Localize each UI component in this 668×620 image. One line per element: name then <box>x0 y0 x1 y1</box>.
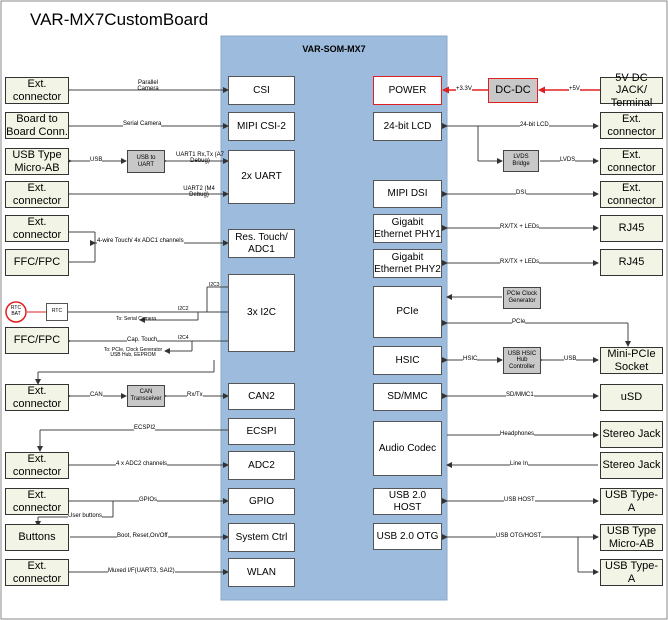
som-system-ctrl: System Ctrl <box>228 523 295 552</box>
usb-to-uart-bridge: USB to UART <box>127 150 165 173</box>
left-usb-micro-ab: USB Type Micro-AB <box>5 148 69 175</box>
sig-5v: +5V <box>569 86 580 93</box>
sig-uart2: UART2 (M4 Debug) <box>183 186 215 199</box>
sig-rxtx-leds-1: RX/TX + LEDs <box>500 224 540 231</box>
som-power: POWER <box>373 76 442 105</box>
left-ffc-fpc-1: FFC/FPC <box>5 249 69 276</box>
som-mipi-csi2: MIPI CSI-2 <box>228 112 295 141</box>
sig-cap-touch: Cap. Touch <box>127 337 158 344</box>
sig-rxtx-leds-2: RX/TX + LEDs <box>500 259 540 266</box>
som-adc2: ADC2 <box>228 451 295 480</box>
right-ext-connector-lvds: Ext. connector <box>600 148 663 175</box>
right-rj45-2: RJ45 <box>600 249 663 276</box>
diagram-title: VAR-MX7CustomBoard <box>30 10 209 29</box>
som-csi: CSI <box>228 76 295 105</box>
sig-usb: USB <box>90 157 103 164</box>
left-board-to-board: Board to Board Conn. <box>5 112 69 139</box>
som-mipi-dsi: MIPI DSI <box>373 180 442 208</box>
som-usb-otg: USB 2.0 OTG <box>373 523 442 550</box>
sig-user-buttons: User buttons <box>68 513 103 520</box>
sig-to-serial-camera: To: Serial Camera <box>116 316 157 322</box>
sig-usb-host: USB HOST <box>504 497 535 504</box>
som-lcd: 24-bit LCD <box>373 112 442 141</box>
sig-sdmmc1: SD/MMC1 <box>506 392 534 399</box>
sig-usb-otg-host: USB OTG/HOST <box>496 533 542 540</box>
sig-dsi: DSI <box>516 190 527 197</box>
sig-pcie: PCIe <box>512 319 526 326</box>
sig-to-pcie-clock: To: PCIe, Clock Generator USB Hub, EEPRO… <box>103 347 163 359</box>
sig-3v3: +3.3V <box>456 86 472 93</box>
sig-touch-adc1: 4-wire Touch/ 4x ADC1 channels <box>97 238 184 245</box>
sig-parallel-camera: Parallel Camera <box>137 80 159 93</box>
sig-rx-tx: Rx/Tx <box>187 392 203 399</box>
sig-headphones: Headphones <box>500 431 535 438</box>
som-usb-host: USB 2.0 HOST <box>373 488 442 515</box>
sig-ecspi2: ECSPI2 <box>134 425 156 432</box>
right-usb-micro-ab-otg: USB Type Micro-AB <box>600 524 663 551</box>
lvds-bridge: LVDS Bridge <box>503 150 539 172</box>
usb-hsic-hub-controller: USB HSIC Hub Controller <box>503 347 541 374</box>
sig-24bit-lcd: 24-bit LCD <box>520 122 549 129</box>
sig-uart1: UART1 Rx,Tx (A7 Debug) <box>176 152 224 165</box>
sig-can: CAN <box>90 392 103 399</box>
left-ext-connector-3: Ext. connector <box>5 215 69 242</box>
sig-muxed-if: Muxed I/F(UART3, SAI2) <box>108 568 175 575</box>
left-ext-connector-1: Ext. connector <box>5 77 69 104</box>
som-res-touch-adc: Res. Touch/ ADC1 <box>228 229 295 258</box>
som-eth-phy1: Gigabit Ethernet PHY1 <box>373 214 442 243</box>
can-transceiver: CAN Transceiver <box>127 385 165 407</box>
right-ext-connector-lcd: Ext. connector <box>600 112 663 139</box>
right-stereo-jack-1: Stereo Jack <box>600 421 663 448</box>
som-pcie: PCIe <box>373 286 442 338</box>
right-rj45-1: RJ45 <box>600 215 663 242</box>
right-ext-connector-dsi: Ext. connector <box>600 181 663 208</box>
som-i2c: 3x I2C <box>228 274 295 352</box>
sig-serial-camera: Serial Camera <box>123 121 162 128</box>
sig-boot-reset: Boot, Reset,On/Off <box>117 533 168 540</box>
sig-usb-hub: USB <box>564 356 577 363</box>
som-eth-phy2: Gigabit Ethernet PHY2 <box>373 249 442 278</box>
right-dc-jack: 5V DC JACK/ Terminal <box>600 72 663 109</box>
som-audio-codec: Audio Codec <box>373 421 442 476</box>
som-hsic: HSIC <box>373 346 442 375</box>
right-mini-pcie: Mini-PCIe Socket <box>600 347 663 374</box>
rtc-chip: RTC <box>46 303 68 321</box>
right-usd: uSD <box>600 384 663 411</box>
som-wlan: WLAN <box>228 558 295 587</box>
som-label: VAR-SOM-MX7 <box>302 44 366 54</box>
dc-dc-converter: DC-DC <box>488 78 538 103</box>
som-gpio: GPIO <box>228 488 295 515</box>
sig-hsic: HSIC <box>463 356 478 363</box>
left-ffc-fpc-2: FFC/FPC <box>5 327 69 354</box>
som-uart: 2x UART <box>228 150 295 204</box>
sig-i2c4: I2C4 <box>178 335 189 341</box>
left-ext-connector-2: Ext. connector <box>5 181 69 208</box>
sig-line-in: Line In <box>510 461 529 468</box>
som-can2: CAN2 <box>228 383 295 410</box>
left-buttons: Buttons <box>5 524 69 551</box>
left-ext-connector-6: Ext. connector <box>5 488 69 515</box>
sig-gpios: GPIOs <box>139 497 158 504</box>
sig-i2c3: I2C3 <box>209 282 220 288</box>
left-ext-connector-7: Ext. connector <box>5 559 69 586</box>
rtc-battery-icon <box>5 301 27 323</box>
som-ecspi: ECSPI <box>228 418 295 445</box>
som-sdmmc: SD/MMC <box>373 383 442 411</box>
sig-lvds: LVDS <box>560 157 576 164</box>
pcie-clock-generator: PCIe Clock Generator <box>503 287 541 309</box>
right-stereo-jack-2: Stereo Jack <box>600 452 663 479</box>
rtc-battery-label: RTC BAT <box>10 305 22 317</box>
left-ext-connector-5: Ext. connector <box>5 452 69 479</box>
right-usb-type-a-2: USB Type- A <box>600 559 663 586</box>
left-ext-connector-4: Ext. connector <box>5 384 69 411</box>
right-usb-type-a-1: USB Type- A <box>600 488 663 515</box>
sig-i2c2: I2C2 <box>178 306 189 312</box>
sig-adc2-channels: 4 x ADC2 channels <box>116 461 168 468</box>
